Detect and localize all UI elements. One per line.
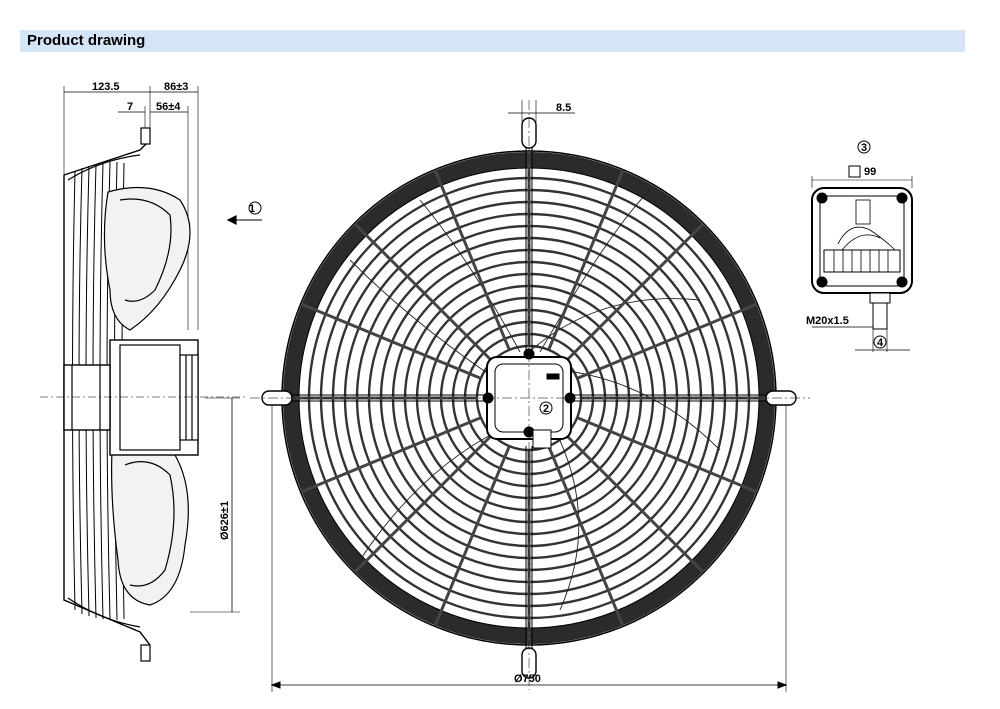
dim-hub-label: 56±4 xyxy=(156,101,181,113)
dim-front-diameter-label: Ø750 xyxy=(514,673,541,685)
callout-1: 1 xyxy=(249,203,255,215)
dim-box-size-label: 99 xyxy=(864,166,876,178)
dim-offset-label: 7 xyxy=(127,101,133,113)
callout-4: 4 xyxy=(877,337,884,349)
dim-depth-label: 123.5 xyxy=(92,81,120,93)
callout-2: 2 xyxy=(543,403,549,415)
callout-3: 3 xyxy=(861,142,867,154)
front-view xyxy=(250,100,810,692)
section-header: Product drawing xyxy=(20,30,965,52)
section-title: Product drawing xyxy=(27,32,146,49)
terminal-box-view xyxy=(811,140,913,352)
dim-guard-label: 86±3 xyxy=(164,81,188,93)
dim-slot-label: 8.5 xyxy=(556,102,571,114)
dim-side-diameter-label: Ø626±1 xyxy=(219,501,231,540)
dim-gland-label: M20x1.5 xyxy=(806,315,849,327)
side-view xyxy=(40,86,262,662)
